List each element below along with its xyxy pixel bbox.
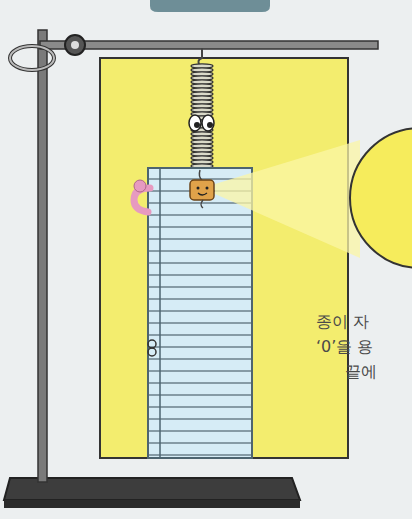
weight-smile (198, 193, 207, 195)
paper-ruler (148, 168, 252, 458)
pupil (207, 122, 213, 128)
weight (190, 180, 214, 200)
top-tab (150, 0, 270, 12)
hinge (148, 340, 156, 348)
weight-tail (201, 200, 203, 208)
clamp-knob (65, 35, 85, 55)
pupil (194, 122, 200, 128)
callout-beam (215, 140, 360, 258)
stand-base-edge (4, 500, 300, 508)
eye (202, 115, 214, 131)
callout-circle (350, 128, 412, 268)
caption-fragment: 끝에 (345, 362, 377, 381)
ruler-edge (159, 168, 161, 458)
weight-eye (206, 187, 209, 190)
stand-base (4, 478, 300, 500)
weight-eye (197, 187, 200, 190)
caption-fragment: 종이 자 (316, 312, 369, 331)
caption-fragment: ‘0’을 용 (316, 337, 373, 356)
clamp-ring (10, 46, 54, 70)
stand-arm (40, 41, 378, 49)
clamp-ring-highlight (10, 46, 54, 70)
pink-clip-end (134, 180, 146, 192)
stand-rod (38, 30, 47, 482)
clamp-knob-center (71, 41, 79, 49)
backing-board (100, 58, 348, 458)
hinge (148, 348, 156, 356)
weight-hook (199, 170, 202, 180)
eye (189, 115, 201, 131)
